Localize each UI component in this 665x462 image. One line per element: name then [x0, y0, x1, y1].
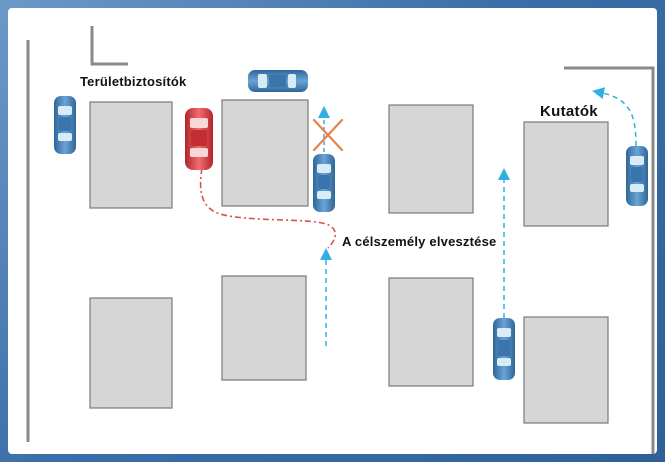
building-block — [523, 121, 609, 227]
searchers-label: Kutatók — [540, 103, 598, 120]
building-block — [221, 99, 309, 207]
building-block — [221, 275, 307, 381]
street-map — [26, 26, 655, 454]
car-icon — [185, 108, 213, 170]
building-block — [523, 316, 609, 424]
car-icon — [54, 96, 76, 154]
cross-mark-icon — [312, 118, 344, 152]
building-block — [89, 101, 173, 209]
car-icon — [493, 318, 515, 380]
area-security-label: Területbiztosítók — [80, 74, 187, 89]
diagram-panel: Területbiztosítók Kutatók A célszemély e… — [8, 8, 657, 454]
dash-arrow-icon — [592, 87, 637, 147]
building-block — [388, 104, 474, 214]
car-icon — [626, 146, 648, 206]
wall-right — [564, 66, 655, 454]
building-block — [388, 277, 474, 387]
car-icon — [248, 70, 308, 92]
car-icon — [313, 154, 335, 212]
building-block — [89, 297, 173, 409]
wall-corner — [90, 26, 128, 66]
area-security-route — [199, 167, 337, 249]
target-loss-label: A célszemély elvesztése — [342, 234, 497, 249]
